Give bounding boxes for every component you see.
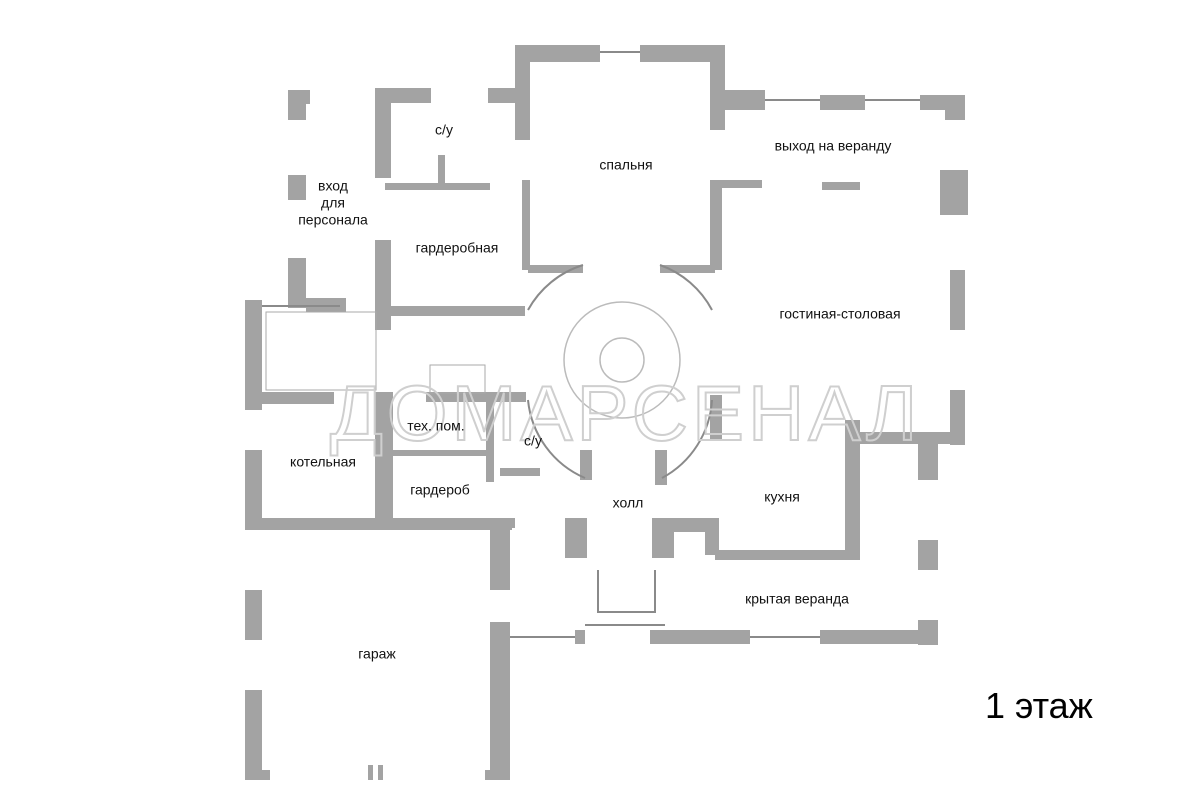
room-label-bedroom: спальня [599,156,653,173]
room-label-living-dining: гостиная-столовая [779,305,901,322]
room-label-dressing-room: гардеробная [415,239,499,256]
room-label-garage: гараж [358,645,396,662]
watermark-logo: ДОМАРСЕНАЛ [330,369,921,457]
label-line: для [321,194,345,211]
room-label-staff-entrance: вход для персонала [298,178,368,229]
room-label-covered-veranda: крытая веранда [745,590,849,607]
room-label-cloakroom: гардероб [410,481,470,498]
room-label-veranda-exit: выход на веранду [774,137,892,154]
label-line: персонала [298,211,368,228]
room-label-kitchen: кухня [764,488,800,505]
windows [262,51,920,638]
room-label-hall: холл [612,494,644,511]
room-label-wc-top: с/у [435,121,453,138]
circular-hall [527,264,713,479]
room-label-wc-hall: с/у [524,432,542,449]
walls [245,45,968,780]
label-line: вход [318,177,348,194]
floor-label: 1 этаж [985,685,1093,726]
room-label-tech-room: тех. пом. [407,417,465,434]
stairs [265,311,486,394]
room-label-boiler-room: котельная [290,453,356,470]
